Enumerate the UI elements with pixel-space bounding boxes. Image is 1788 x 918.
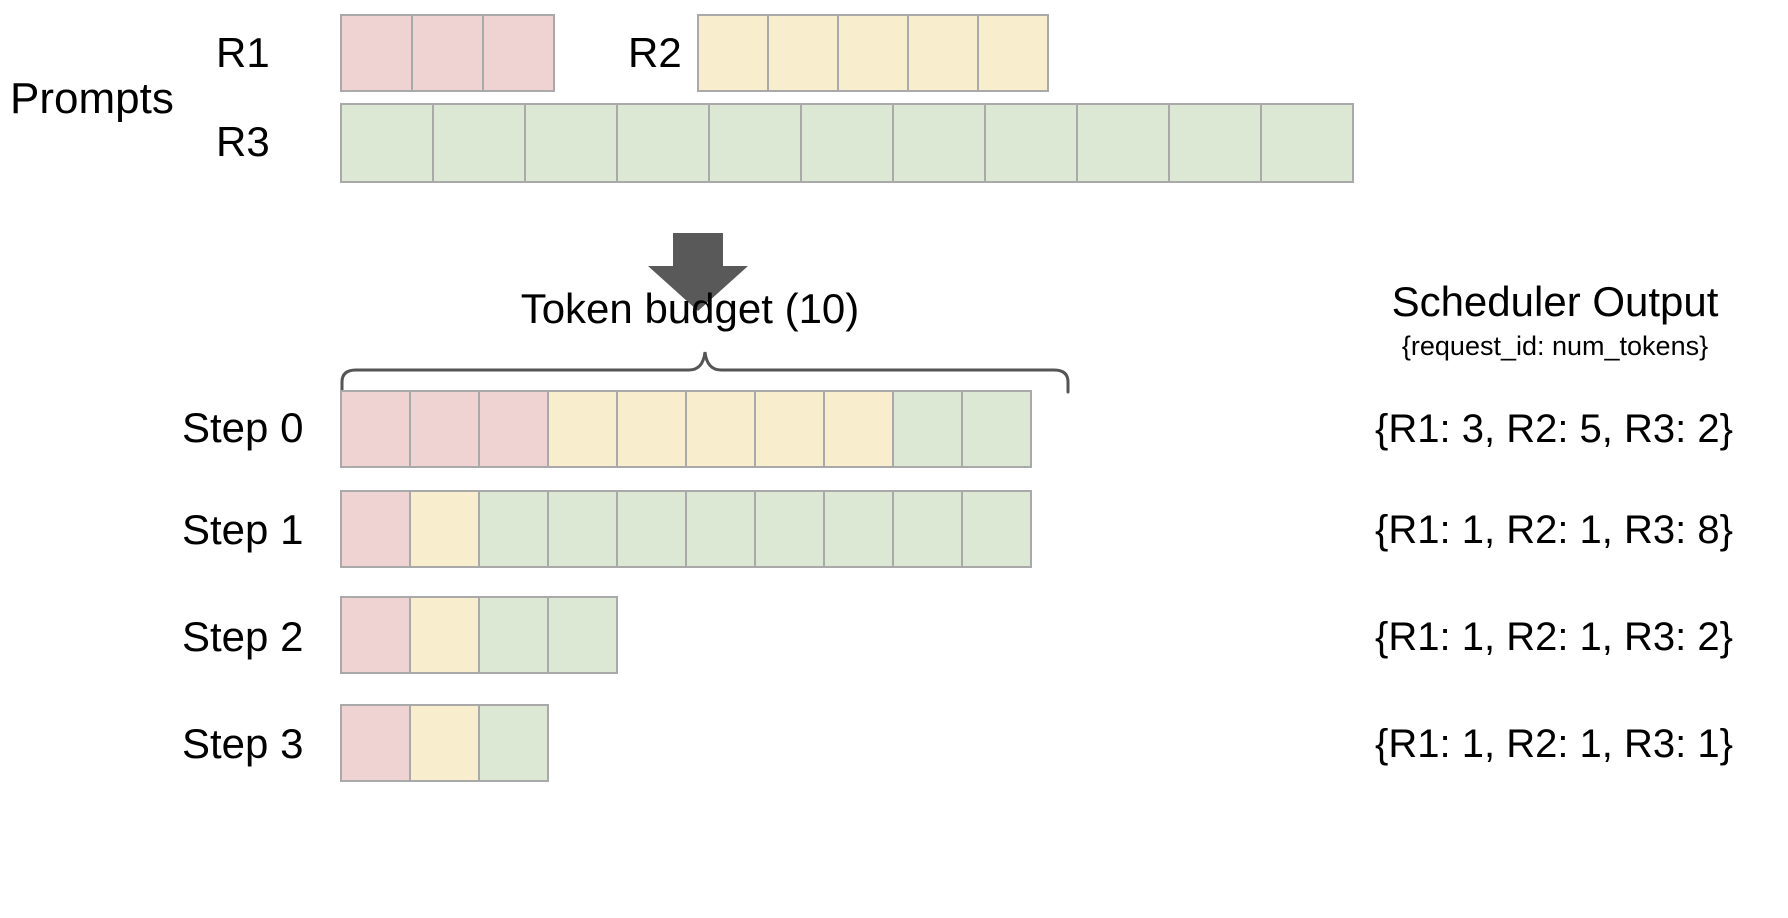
step-row-3 bbox=[340, 704, 549, 782]
token-cell bbox=[892, 390, 963, 468]
token-cell bbox=[754, 490, 825, 568]
token-cell bbox=[340, 596, 411, 674]
token-cell bbox=[708, 103, 802, 183]
step-row-0 bbox=[340, 390, 1032, 468]
scheduler-output-step-2: {R1: 1, R2: 1, R3: 2} bbox=[1375, 615, 1733, 659]
scheduler-output-step-0: {R1: 3, R2: 5, R3: 2} bbox=[1375, 407, 1733, 451]
token-cell bbox=[409, 704, 480, 782]
token-cell bbox=[1076, 103, 1170, 183]
prompt-label-r3: R3 bbox=[216, 118, 270, 165]
token-cell bbox=[754, 390, 825, 468]
token-cell bbox=[961, 490, 1032, 568]
token-cell bbox=[892, 103, 986, 183]
step-label-2: Step 2 bbox=[182, 613, 304, 660]
token-cell bbox=[478, 596, 549, 674]
prompts-section-label: Prompts bbox=[10, 74, 174, 123]
step-label-3: Step 3 bbox=[182, 720, 304, 767]
prompt-label-r1: R1 bbox=[216, 29, 270, 76]
token-cell bbox=[961, 390, 1032, 468]
token-cell bbox=[547, 390, 618, 468]
scheduler-output-title: Scheduler Output bbox=[1391, 278, 1719, 325]
token-cell bbox=[478, 704, 549, 782]
token-cell bbox=[616, 390, 687, 468]
curly-brace-icon bbox=[340, 348, 1070, 394]
token-budget-label: Token budget (10) bbox=[520, 285, 860, 332]
token-cell bbox=[340, 14, 413, 92]
down-arrow-icon bbox=[628, 233, 768, 313]
step-row-1 bbox=[340, 490, 1032, 568]
token-cell bbox=[984, 103, 1078, 183]
prompt-row-r3 bbox=[340, 103, 1354, 183]
token-cell bbox=[432, 103, 526, 183]
token-cell bbox=[409, 596, 480, 674]
token-cell bbox=[409, 390, 480, 468]
token-cell bbox=[524, 103, 618, 183]
prompt-row-r1 bbox=[340, 14, 555, 92]
token-cell bbox=[478, 390, 549, 468]
scheduler-output-step-1: {R1: 1, R2: 1, R3: 8} bbox=[1375, 508, 1733, 552]
token-cell bbox=[482, 14, 555, 92]
scheduler-output-subtitle: {request_id: num_tokens} bbox=[1401, 331, 1709, 361]
token-cell bbox=[697, 14, 769, 92]
token-cell bbox=[685, 390, 756, 468]
token-cell bbox=[616, 490, 687, 568]
step-row-2 bbox=[340, 596, 618, 674]
token-cell bbox=[892, 490, 963, 568]
scheduler-output-step-3: {R1: 1, R2: 1, R3: 1} bbox=[1375, 722, 1733, 766]
step-label-0: Step 0 bbox=[182, 404, 304, 451]
prompt-row-r2 bbox=[697, 14, 1049, 92]
token-cell bbox=[547, 490, 618, 568]
token-cell bbox=[340, 390, 411, 468]
token-cell bbox=[1260, 103, 1354, 183]
token-cell bbox=[823, 390, 894, 468]
token-cell bbox=[800, 103, 894, 183]
token-cell bbox=[340, 103, 434, 183]
token-cell bbox=[823, 490, 894, 568]
token-cell bbox=[409, 490, 480, 568]
token-cell bbox=[411, 14, 484, 92]
token-cell bbox=[837, 14, 909, 92]
token-cell bbox=[767, 14, 839, 92]
token-cell bbox=[685, 490, 756, 568]
token-cell bbox=[340, 490, 411, 568]
token-cell bbox=[616, 103, 710, 183]
token-cell bbox=[1168, 103, 1262, 183]
token-cell bbox=[340, 704, 411, 782]
prompt-label-r2: R2 bbox=[628, 29, 682, 76]
step-label-1: Step 1 bbox=[182, 506, 304, 553]
token-cell bbox=[977, 14, 1049, 92]
token-cell bbox=[478, 490, 549, 568]
token-cell bbox=[907, 14, 979, 92]
token-cell bbox=[547, 596, 618, 674]
